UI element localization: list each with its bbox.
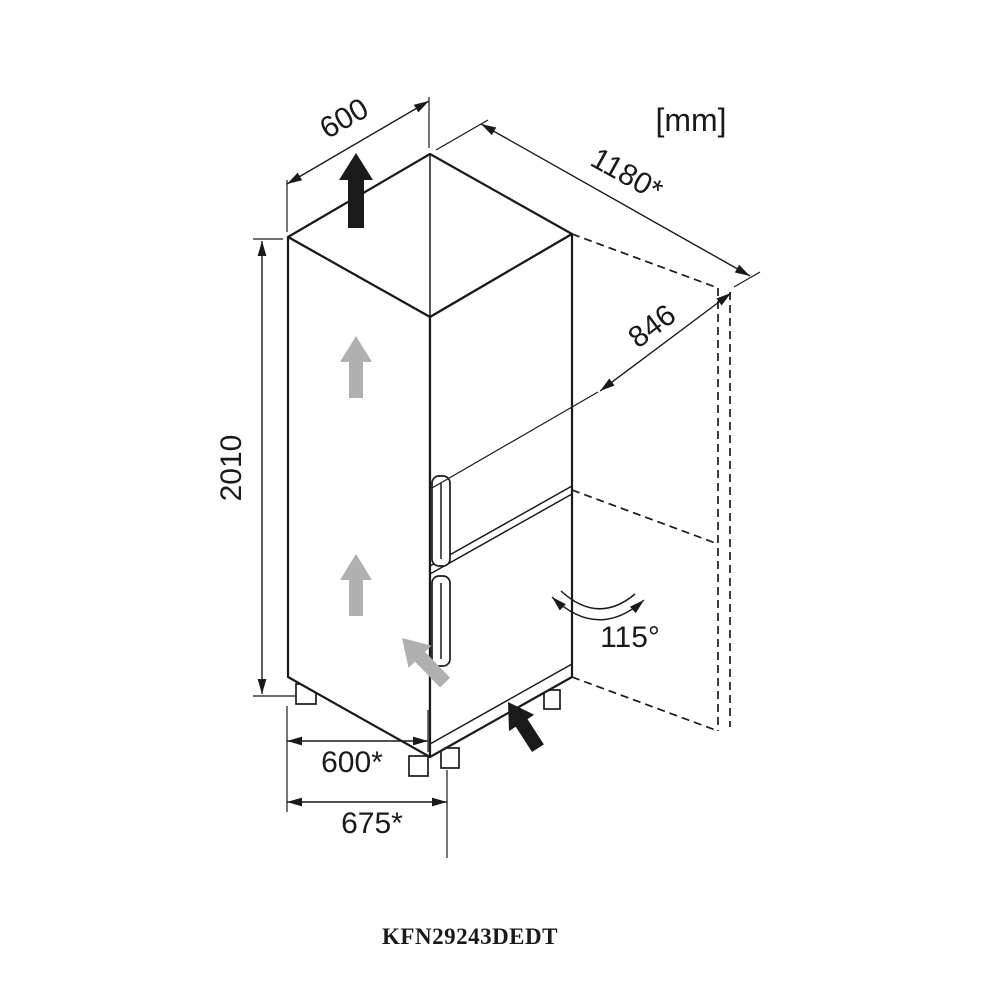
dim-depth: 675* — [287, 770, 448, 858]
up-arrow-icon — [340, 336, 372, 398]
angle-arc — [551, 596, 645, 621]
dim-depth-label: 675* — [341, 807, 403, 840]
dim-width-label: 600* — [321, 746, 383, 779]
cabinet-front-face — [428, 232, 574, 759]
cabinet — [286, 152, 574, 777]
model-number: KFN29243DEDT — [382, 924, 558, 949]
dim-height: 2010 — [215, 238, 295, 697]
door-angle-annotation: 115° — [551, 590, 660, 654]
diagonal-arrow-icon — [402, 638, 451, 688]
foot — [543, 689, 561, 710]
gray-direction-arrows — [340, 336, 451, 688]
door-handles — [431, 475, 451, 667]
door-divider — [429, 485, 573, 745]
cabinet-side-face — [286, 235, 432, 759]
foot — [440, 747, 460, 769]
dim-height-label: 2010 — [215, 435, 248, 502]
dim-door-angle-label: 115° — [600, 621, 660, 654]
dim-clearance-width-label: 1180* — [585, 142, 668, 208]
cabinet-feet — [295, 683, 561, 777]
dim-width: 600* — [286, 706, 429, 812]
door-push-arrow-icon — [508, 702, 544, 752]
dim-door-open-depth-label: 846 — [622, 298, 682, 354]
foot — [408, 755, 429, 777]
angle-arc-inner — [560, 590, 636, 610]
up-arrow-icon — [340, 554, 372, 616]
unit-label: [mm] — [655, 102, 726, 138]
